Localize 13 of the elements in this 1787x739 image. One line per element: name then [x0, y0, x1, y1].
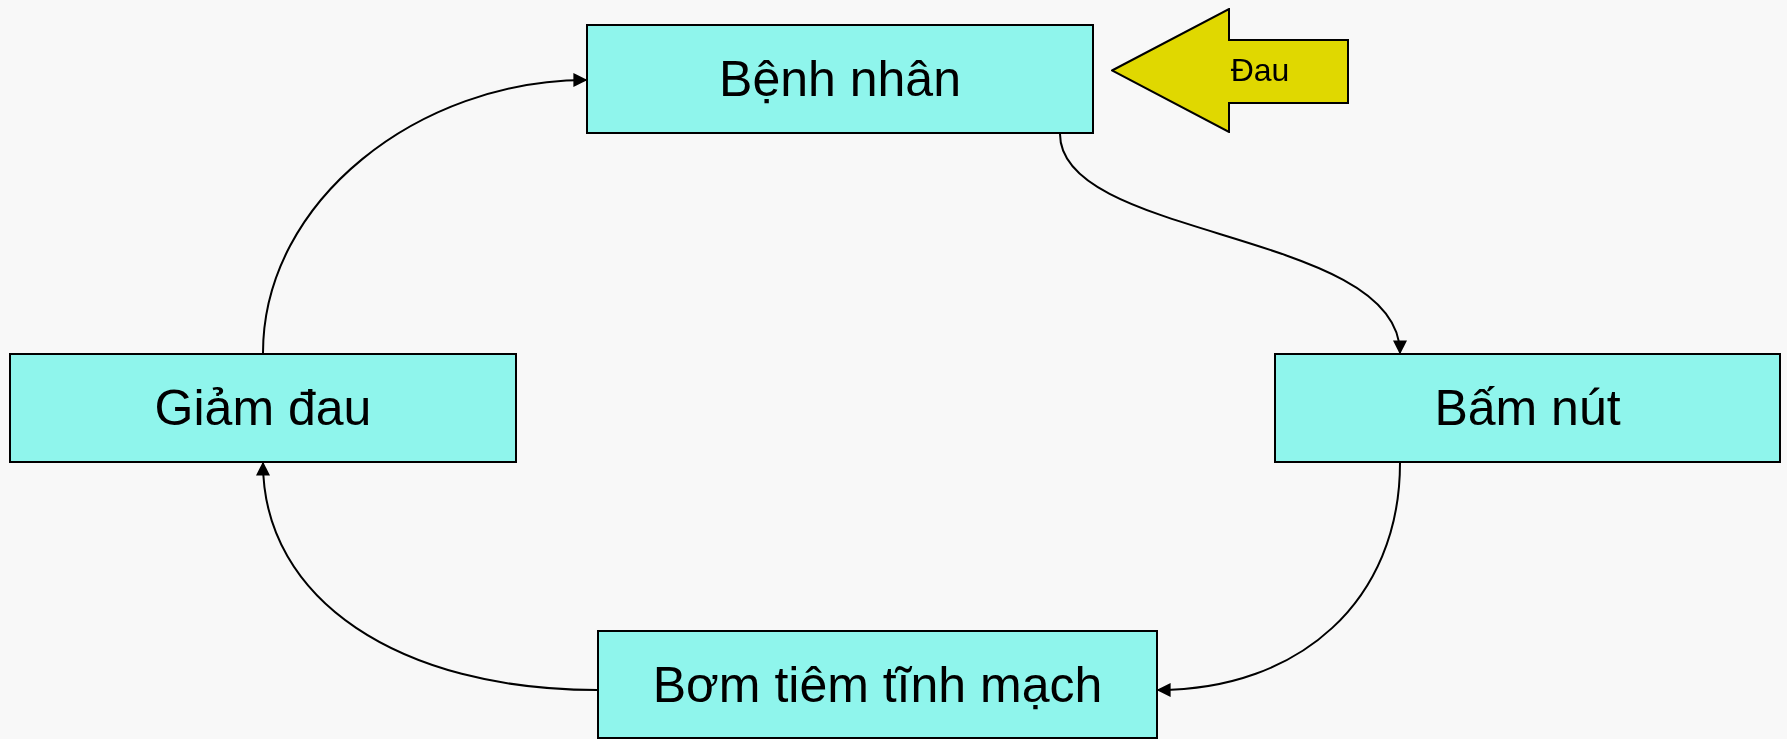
node-label: Đau [1230, 52, 1290, 89]
node-label: Bệnh nhân [719, 50, 961, 108]
block-arrow [1111, 8, 1349, 133]
node-label: Bơm tiêm tĩnh mạch [652, 655, 1103, 714]
curved-arrow [262, 73, 588, 354]
node-label: Bấm nút [1434, 379, 1621, 437]
curved-arrow [1059, 133, 1404, 355]
process-box [586, 24, 1094, 134]
process-box [597, 630, 1158, 739]
process-box [9, 353, 517, 463]
curved-arrow [257, 461, 598, 691]
process-box [1274, 353, 1781, 463]
node-label: Giảm đau [154, 379, 372, 437]
